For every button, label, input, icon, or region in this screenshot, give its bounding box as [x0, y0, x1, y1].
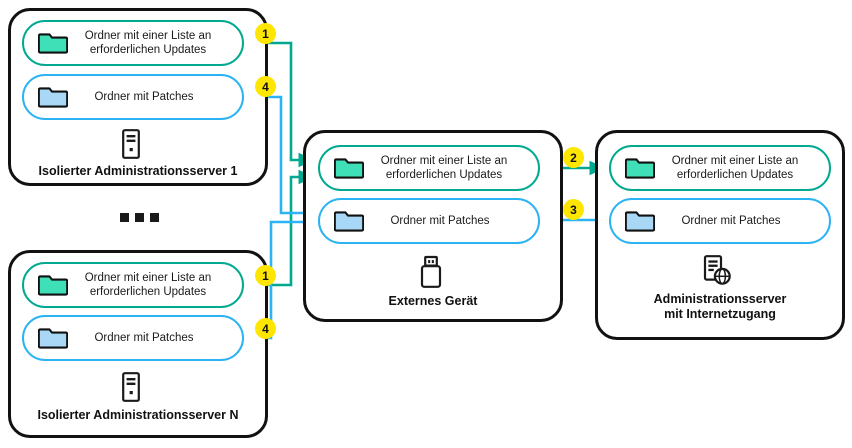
folder-green-icon [38, 273, 68, 297]
caption-isolated-server-n: Isolierter Administrationsserver N [37, 408, 239, 422]
caption-internet-server: Administrationsserver mit Internetzugang [653, 292, 787, 321]
pill-label: Ordner mit einer Liste an erforderlichen… [380, 155, 508, 181]
ellipsis-dot [135, 213, 144, 222]
step-badge-4-top: 4 [255, 76, 276, 97]
folder-blue-icon [38, 85, 68, 109]
step-badge-1-bottom: 1 [255, 265, 276, 286]
ellipsis-dot [150, 213, 159, 222]
folder-green-icon [625, 156, 655, 180]
pill-label: Ordner mit Patches [94, 91, 194, 103]
folder-blue-icon [38, 326, 68, 350]
pill-label: Ordner mit Patches [94, 332, 194, 344]
pill-updates-folder-external[interactable]: Ordner mit einer Liste an erforderlichen… [318, 145, 540, 191]
pill-patches-folder-servern[interactable]: Ordner mit Patches [22, 315, 244, 361]
server-tower-icon [119, 371, 143, 403]
ellipsis-dot [120, 213, 129, 222]
pill-updates-folder-server1[interactable]: Ordner mit einer Liste an erforderlichen… [22, 20, 244, 66]
usb-drive-icon [418, 255, 444, 289]
pill-label: Ordner mit Patches [681, 215, 781, 227]
folder-blue-icon [334, 209, 364, 233]
pill-patches-folder-internet[interactable]: Ordner mit Patches [609, 198, 831, 244]
pill-label: Ordner mit einer Liste an erforderlichen… [84, 272, 212, 298]
pill-label: Ordner mit Patches [390, 215, 490, 227]
server-globe-icon [700, 254, 732, 288]
folder-green-icon [334, 156, 364, 180]
pill-updates-folder-servern[interactable]: Ordner mit einer Liste an erforderlichen… [22, 262, 244, 308]
folder-green-icon [38, 31, 68, 55]
folder-blue-icon [625, 209, 655, 233]
pill-label: Ordner mit einer Liste an erforderlichen… [671, 155, 799, 181]
pill-updates-folder-internet[interactable]: Ordner mit einer Liste an erforderlichen… [609, 145, 831, 191]
step-badge-4-bottom: 4 [255, 318, 276, 339]
step-badge-2: 2 [563, 147, 584, 168]
step-badge-1-top: 1 [255, 23, 276, 44]
server-tower-icon [119, 128, 143, 160]
pill-patches-folder-external[interactable]: Ordner mit Patches [318, 198, 540, 244]
caption-external-device: Externes Gerät [388, 294, 478, 308]
step-badge-3: 3 [563, 199, 584, 220]
pill-patches-folder-server1[interactable]: Ordner mit Patches [22, 74, 244, 120]
caption-isolated-server-1: Isolierter Administrationsserver 1 [38, 164, 238, 178]
pill-label: Ordner mit einer Liste an erforderlichen… [84, 30, 212, 56]
ellipsis-separator [120, 213, 159, 222]
